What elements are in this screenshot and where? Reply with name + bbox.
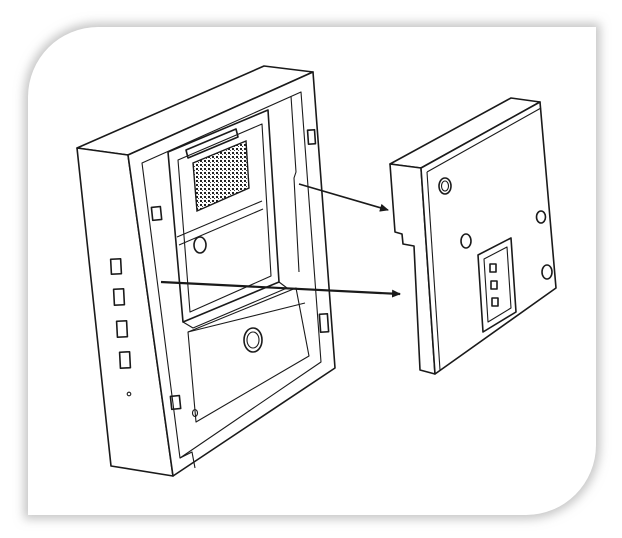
module-connector-pin-3 [491, 297, 499, 307]
module-hole-top-left-inner [440, 180, 450, 192]
assembly-arrow-upper [298, 183, 389, 212]
lower-mounting-hole [243, 327, 263, 353]
module-layer-line-side [426, 171, 441, 371]
housing-front-face [127, 71, 336, 477]
lower-panel [187, 287, 310, 423]
module-connector-window [477, 237, 517, 333]
wall-mount-housing [76, 65, 336, 477]
cavity-shelf-lower [178, 208, 264, 246]
lower-panel-step [187, 302, 306, 333]
right-slot-bottom [318, 312, 330, 334]
small-screw-hole [191, 408, 199, 418]
side-port-1 [109, 257, 123, 276]
module-hole-bottom-right [541, 264, 553, 280]
side-indicator-dot [126, 391, 132, 397]
front-bottom-notch [179, 451, 196, 469]
cavity-shelf [176, 200, 263, 238]
upper-cavity-back-wall [177, 123, 272, 313]
front-module [389, 97, 557, 375]
module-back-plate [420, 101, 557, 375]
module-connector-window-inner [483, 246, 512, 323]
label-plate [192, 139, 250, 213]
side-port-3 [115, 319, 129, 339]
assembly-arrow-lower [160, 280, 401, 298]
module-hole-right [535, 210, 547, 224]
module-hole-mid-left [460, 233, 472, 249]
upper-mounting-hole [193, 236, 207, 254]
right-slot-top [306, 128, 317, 145]
housing-inner-frame [141, 91, 322, 459]
module-layer-line [426, 107, 542, 173]
module-connector-pin-1 [489, 263, 497, 273]
left-latch-bottom [169, 394, 182, 411]
cavity-floor-lip [182, 281, 288, 329]
connector-strip [185, 128, 239, 159]
module-connector-pin-2 [490, 280, 498, 290]
lower-mounting-hole-inner [246, 331, 260, 349]
right-rail [290, 95, 300, 273]
left-latch-top [150, 205, 163, 222]
module-hole-top-left [438, 177, 452, 195]
side-port-2 [112, 287, 126, 307]
side-port-4 [118, 350, 132, 370]
